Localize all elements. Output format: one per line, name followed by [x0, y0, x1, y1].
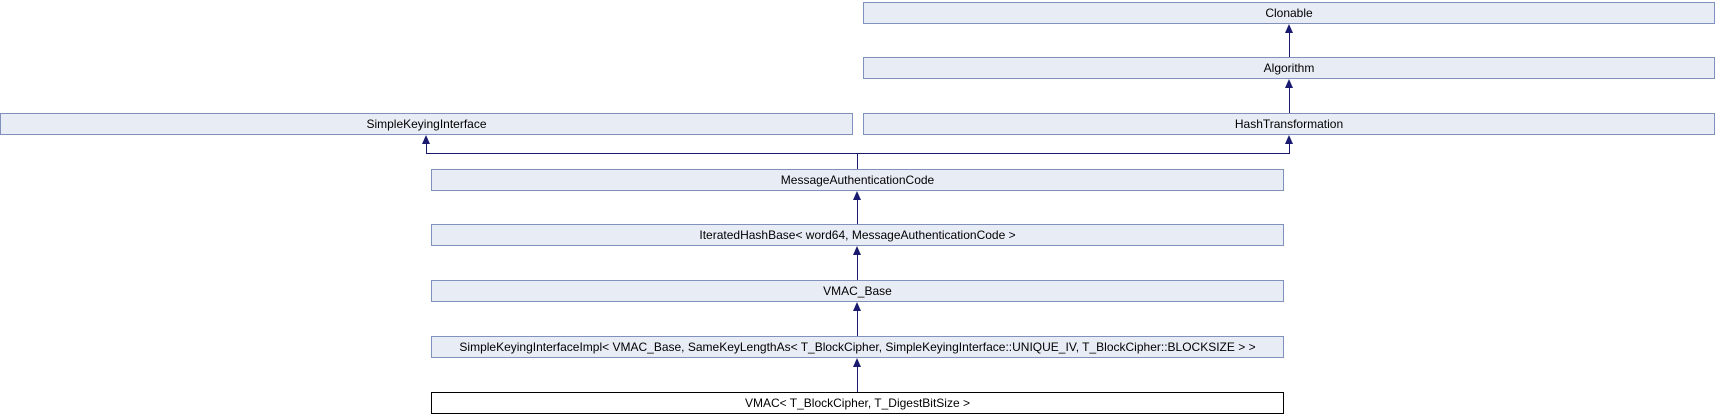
inheritance-arrowhead — [853, 191, 861, 200]
inheritance-arrowhead — [422, 135, 430, 144]
class-node-label: Algorithm — [1263, 61, 1315, 75]
class-node-vmac-base[interactable]: VMAC_Base — [431, 280, 1284, 302]
class-node-vmac-current: VMAC< T_BlockCipher, T_DigestBitSize > — [431, 392, 1284, 414]
class-node-label: MessageAuthenticationCode — [780, 173, 935, 187]
class-node-label: SimpleKeyingInterface — [366, 117, 487, 131]
class-node-label: VMAC< T_BlockCipher, T_DigestBitSize > — [745, 396, 970, 410]
inheritance-arrowhead — [1285, 24, 1293, 33]
class-node-algorithm[interactable]: Algorithm — [863, 57, 1715, 79]
class-node-message-authentication-code[interactable]: MessageAuthenticationCode — [431, 169, 1284, 191]
inheritance-edge-line — [426, 153, 1290, 154]
inheritance-edge-line — [857, 310, 858, 336]
class-node-iterated-hash-base[interactable]: IteratedHashBase< word64, MessageAuthent… — [431, 224, 1284, 246]
inheritance-edge-line — [857, 366, 858, 392]
inheritance-edge-line — [1289, 32, 1290, 57]
inheritance-edge-line — [1289, 87, 1290, 113]
class-node-clonable[interactable]: Clonable — [863, 2, 1715, 24]
inheritance-edge-line — [1289, 143, 1290, 153]
inheritance-edge-line — [857, 254, 858, 280]
class-node-simple-keying-interface-impl[interactable]: SimpleKeyingInterfaceImpl< VMAC_Base, Sa… — [431, 336, 1284, 358]
class-node-label: IteratedHashBase< word64, MessageAuthent… — [699, 228, 1016, 242]
inheritance-edge-line — [857, 153, 858, 169]
class-node-label: VMAC_Base — [823, 284, 892, 298]
inheritance-arrowhead — [1285, 79, 1293, 88]
inheritance-arrowhead — [853, 358, 861, 367]
inheritance-arrowhead — [1285, 135, 1293, 144]
class-node-label: SimpleKeyingInterfaceImpl< VMAC_Base, Sa… — [459, 340, 1256, 354]
inheritance-edge-line — [857, 199, 858, 224]
class-node-label: HashTransformation — [1234, 117, 1344, 131]
class-node-label: Clonable — [1265, 6, 1313, 20]
inheritance-edge-line — [426, 143, 427, 153]
inheritance-arrowhead — [853, 246, 861, 255]
class-node-simple-keying-interface[interactable]: SimpleKeyingInterface — [0, 113, 853, 135]
inheritance-arrowhead — [853, 302, 861, 311]
class-node-hash-transformation[interactable]: HashTransformation — [863, 113, 1715, 135]
